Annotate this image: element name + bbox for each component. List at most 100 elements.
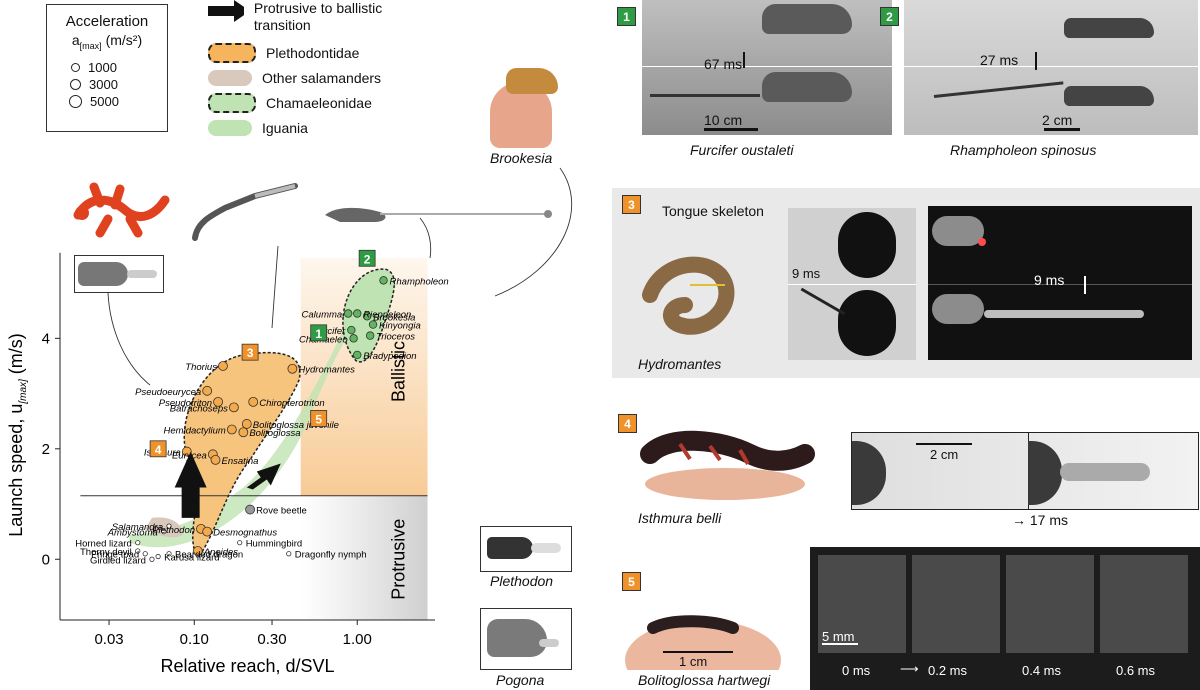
data-label: Plethodon — [152, 525, 195, 536]
panel-4-badge: 4 — [618, 414, 637, 433]
data-point — [343, 309, 353, 318]
data-label: Salamandra — [112, 522, 163, 533]
data-point — [353, 350, 362, 360]
data-point — [248, 396, 259, 407]
y-tick-label: 4 — [42, 330, 50, 347]
panel-5-species: Bolitoglossa hartwegi — [638, 672, 771, 688]
data-label: Ensatina — [222, 456, 259, 467]
panel-2-photo: 27 ms 2 cm — [904, 0, 1198, 135]
connector-salamander — [107, 292, 151, 386]
data-point — [218, 361, 228, 371]
accel-unit-sub: [max] — [79, 40, 102, 51]
data-label: Thorny devil — [80, 547, 132, 558]
marker-badge-box — [241, 343, 259, 361]
data-label: Batrachoseps — [170, 403, 228, 414]
salamander-head-photo — [74, 255, 164, 293]
x-tick-label: 0.10 — [180, 631, 209, 648]
size-1000: 1000 — [69, 59, 167, 76]
marker-badge-box — [310, 410, 328, 427]
data-label: Trioceros — [376, 332, 415, 343]
pogona-caption: Pogona — [496, 672, 545, 688]
marker-badge-3: 3 — [241, 343, 259, 361]
panel-1-time: 67 ms — [704, 56, 743, 72]
data-point — [286, 551, 292, 557]
data-point — [181, 446, 192, 457]
data-point — [362, 312, 372, 321]
data-label: Hydromantes — [298, 365, 355, 376]
data-point — [210, 454, 221, 465]
x-axis-label: Relative reach, d/SVL — [160, 656, 334, 676]
legend-chamaeleonidae: Chamaeleonidae — [208, 90, 408, 115]
data-label: Fringe toad — [91, 550, 139, 561]
frame-arrow-icon: ⟶ — [900, 661, 919, 676]
data-label: Aneides — [203, 547, 239, 558]
marker-badge-2: 2 — [358, 249, 376, 267]
panel-3-dark-photo: 9 ms — [928, 206, 1192, 360]
panel-1-scale: 10 cm — [704, 112, 743, 128]
group-legend: Protrusive to ballistic transition Pleth… — [208, 0, 408, 140]
marker-badge-box — [310, 324, 328, 342]
plethodon-caption: Plethodon — [490, 573, 554, 589]
panel-5-scale: 1 cm — [679, 654, 708, 669]
panel-3-badge: 3 — [622, 195, 641, 214]
marker-badge-label: 3 — [247, 346, 254, 360]
data-point — [192, 546, 203, 556]
size-5000-label: 5000 — [90, 93, 119, 109]
data-point — [353, 309, 362, 318]
y-tick-label: 2 — [42, 441, 50, 458]
transition-label: Protrusive to ballistic transition — [253, 0, 383, 33]
panel-3-species: Hydromantes — [638, 356, 722, 372]
legend-plethodontidae-label: Plethodontidae — [266, 44, 360, 61]
data-label: Bolitoglossa juvenile — [253, 420, 339, 431]
panel-1-photo: 67 ms 10 cm — [642, 0, 892, 135]
pogona-inset-photo — [480, 608, 572, 670]
data-point — [238, 427, 249, 438]
size-3000: 3000 — [69, 76, 167, 93]
plethodon-inset-photo — [480, 526, 572, 572]
data-label: Dragonfly nymph — [295, 550, 367, 561]
data-label: Kinyongia — [379, 321, 421, 332]
y-axis-label: Launch speed, u[max] (m/s) — [6, 333, 29, 537]
transition-arrow-diag-icon — [246, 463, 281, 490]
data-label: Bolitoglossa — [249, 428, 300, 439]
panel-3-time-right: 9 ms — [1034, 272, 1065, 288]
panel-2-species: Rhampholeon spinosus — [950, 142, 1097, 158]
marker-badge-box — [149, 440, 167, 458]
data-point — [155, 553, 161, 560]
marker-badge-label: 2 — [364, 252, 371, 266]
accel-unit-symbol: a — [71, 32, 80, 48]
chameleon-drawing-icon — [325, 207, 552, 222]
x-tick-label: 1.00 — [343, 631, 372, 648]
size-3000-label: 3000 — [89, 76, 118, 92]
size-5000: 5000 — [69, 93, 167, 110]
y-tick-label: 0 — [42, 551, 50, 568]
data-label: Chiropterotriton — [259, 398, 324, 409]
panel-4-time: → 17 ms — [1012, 512, 1069, 528]
data-label: Furcifer — [313, 326, 346, 337]
marker-badge-box — [358, 249, 376, 267]
data-label: Karusa lizard — [164, 552, 219, 563]
legend-other-salamanders-label: Other salamanders — [262, 69, 382, 86]
frame-0-label: 0 ms — [842, 663, 871, 678]
data-point — [245, 504, 255, 515]
data-label: Hemidactylium — [164, 425, 226, 436]
data-point — [161, 529, 167, 535]
transition-legend-item: Protrusive to ballistic transition — [208, 0, 408, 40]
data-point — [166, 551, 172, 557]
panel-2-scale: 2 cm — [1042, 112, 1073, 128]
data-label: Rhampholeon — [390, 276, 449, 287]
data-label: Ambystoma — [107, 528, 158, 539]
data-point — [237, 540, 243, 546]
legend-other-salamanders: Other salamanders — [208, 65, 408, 90]
marker-badge-label: 4 — [155, 443, 162, 457]
data-points — [135, 276, 388, 562]
isthmura-photo — [630, 414, 820, 504]
data-point — [142, 551, 148, 557]
panel-5-scale2: 5 mm — [822, 629, 855, 644]
data-point — [349, 334, 358, 343]
x-tick-label: 0.30 — [257, 631, 286, 648]
data-point — [241, 419, 252, 429]
ballistic-label: Ballistic — [389, 341, 409, 402]
frame-1-label: 0.2 ms — [928, 663, 968, 678]
